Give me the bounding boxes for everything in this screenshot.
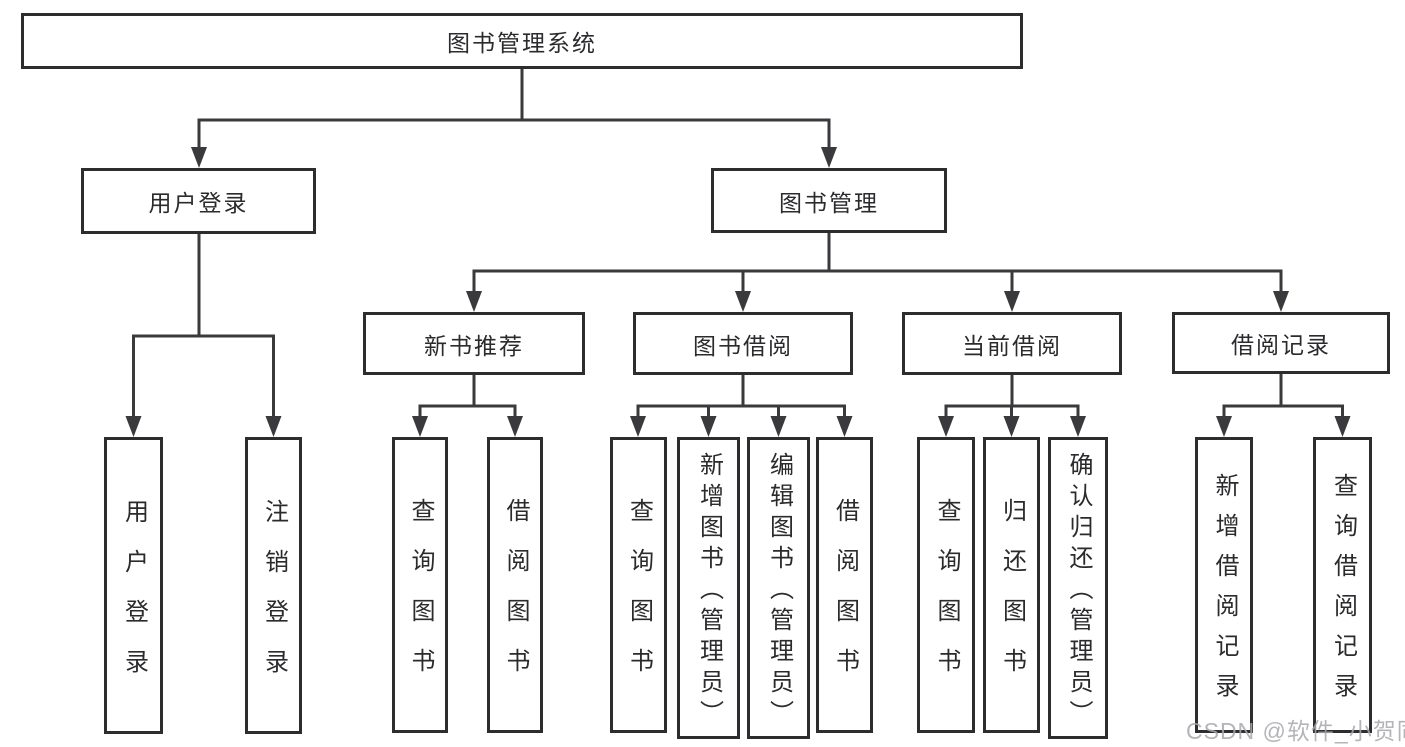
leaf-confirm-return-admin: 确认归还（管理员）	[1048, 437, 1108, 739]
arrow-down-icon	[836, 416, 853, 437]
node-label: 借阅图书	[831, 498, 859, 698]
watermark: CSDN @软件_小贺同学	[1186, 718, 1405, 744]
leaf-query-books-new: 查询图书	[392, 437, 448, 733]
node-label: 查询图书	[625, 498, 653, 698]
connector-line	[197, 118, 831, 149]
connector-line	[636, 404, 846, 417]
node-label: 新增图书（管理员）	[695, 452, 723, 731]
node-label: 注销登录	[260, 498, 288, 699]
leaf-query-books-borrow: 查询图书	[610, 437, 667, 733]
node-label: 图书管理系统	[447, 30, 597, 56]
arrow-down-icon	[265, 416, 282, 437]
leaf-edit-books-admin: 编辑图书（管理员）	[747, 437, 810, 739]
leaf-return-books: 归还图书	[983, 437, 1040, 733]
node-label: 用户登录	[120, 498, 148, 699]
node-label: 图书借阅	[693, 332, 793, 359]
node-label: 新书推荐	[424, 332, 524, 359]
arrow-down-icon	[412, 416, 428, 437]
node-label: 图书管理	[779, 189, 879, 216]
node-label: 借阅记录	[1231, 332, 1331, 358]
node-new-book-recommend: 新书推荐	[363, 312, 585, 375]
node-label: 新增借阅记录	[1211, 473, 1238, 713]
connector-line	[418, 404, 517, 417]
arrow-down-icon	[821, 147, 837, 168]
connector-line	[132, 334, 275, 417]
leaf-query-borrow-record: 查询借阅记录	[1313, 437, 1372, 733]
node-label: 查询图书	[933, 498, 960, 698]
arrow-down-icon	[1003, 416, 1020, 437]
node-label: 归还图书	[998, 498, 1026, 698]
arrow-down-icon	[1334, 416, 1351, 437]
arrow-down-icon	[191, 147, 207, 168]
arrow-down-icon	[466, 291, 482, 312]
node-book-borrowing: 图书借阅	[633, 312, 853, 375]
leaf-add-borrow-record: 新增借阅记录	[1195, 437, 1253, 733]
leaf-borrow-books: 借阅图书	[816, 437, 873, 733]
leaf-add-books-admin: 新增图书（管理员）	[677, 437, 740, 739]
node-book-management: 图书管理	[711, 168, 947, 233]
connector-line	[472, 269, 1283, 293]
leaf-user-login: 用户登录	[104, 437, 163, 734]
leaf-borrow-books-new: 借阅图书	[487, 437, 543, 733]
node-label: 用户登录	[148, 190, 249, 216]
node-book-management-system: 图书管理系统	[21, 13, 1023, 69]
node-borrowing-records: 借阅记录	[1172, 312, 1390, 374]
arrow-down-icon	[1273, 291, 1289, 312]
node-label: 查询图书	[407, 498, 434, 698]
node-current-borrowing: 当前借阅	[902, 312, 1122, 375]
leaf-query-books-current: 查询图书	[917, 437, 975, 733]
leaf-logout: 注销登录	[245, 437, 302, 734]
arrow-down-icon	[1004, 291, 1020, 312]
arrow-down-icon	[938, 416, 954, 437]
arrow-down-icon	[700, 416, 717, 437]
node-label: 当前借阅	[962, 332, 1062, 359]
node-label: 借阅图书	[502, 498, 529, 698]
connector-line	[1222, 404, 1344, 417]
arrow-down-icon	[1216, 416, 1232, 437]
arrow-down-icon	[630, 416, 646, 437]
arrow-down-icon	[735, 291, 751, 312]
node-label: 查询借阅记录	[1329, 473, 1357, 713]
node-user-login: 用户登录	[81, 168, 316, 234]
arrow-down-icon	[1070, 416, 1086, 437]
arrow-down-icon	[507, 416, 523, 437]
node-label: 确认归还（管理员）	[1065, 452, 1092, 731]
arrow-down-icon	[125, 416, 142, 437]
node-label: 编辑图书（管理员）	[765, 452, 793, 731]
arrow-down-icon	[770, 416, 787, 437]
